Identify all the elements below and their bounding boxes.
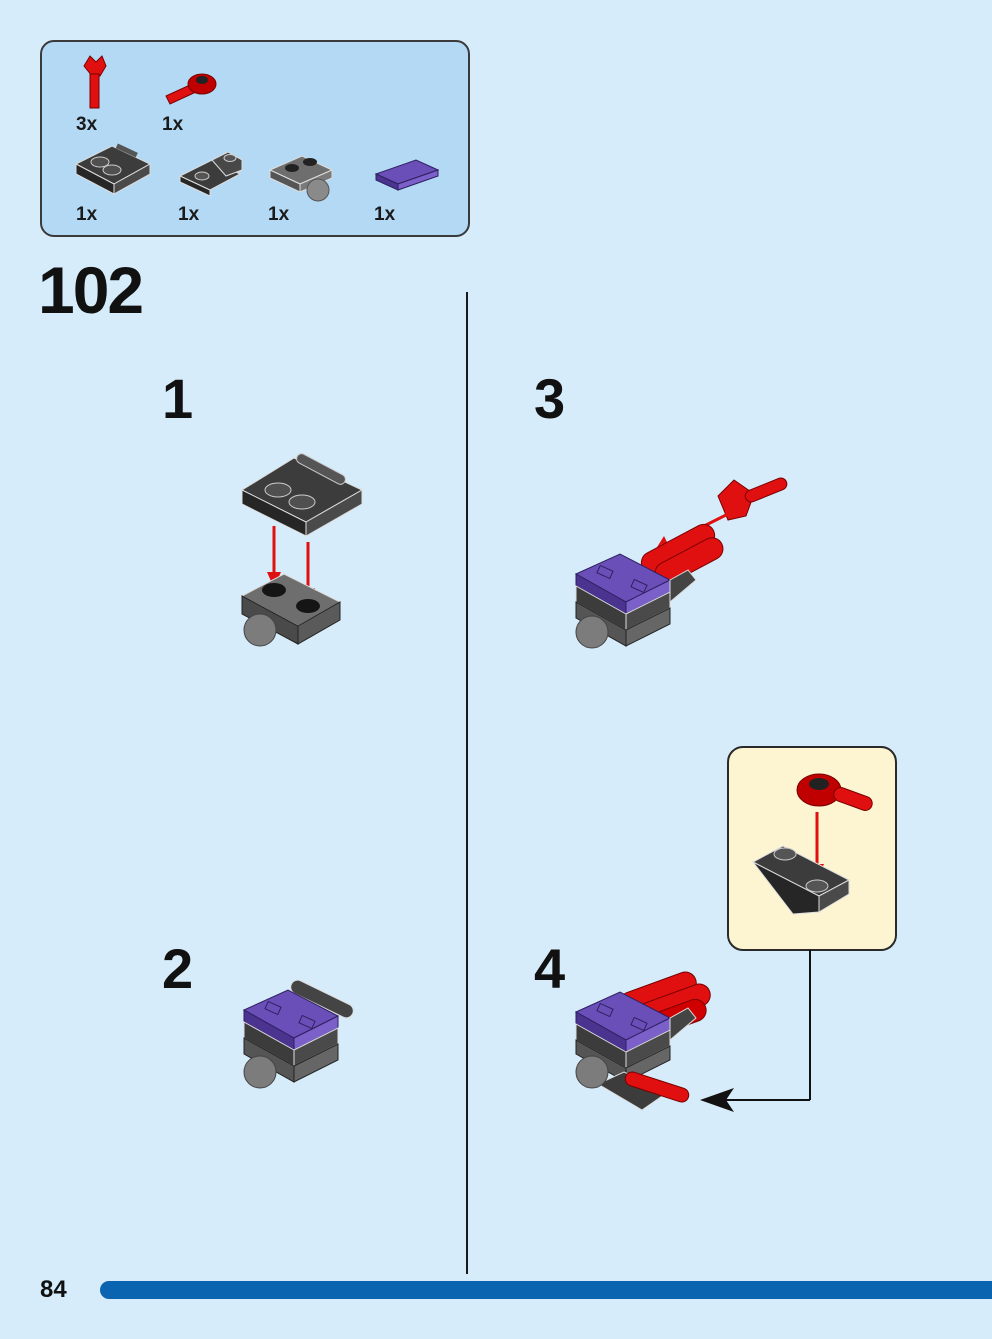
- part-qty: 3x: [76, 114, 98, 135]
- sub-assembly-callout: [727, 746, 897, 951]
- substep-number-2: 2: [162, 937, 194, 1000]
- part-qty: 1x: [162, 114, 184, 135]
- substep-number-1: 1: [162, 367, 194, 430]
- part-qty: 1x: [178, 204, 200, 225]
- part-qty: 1x: [374, 204, 396, 225]
- red-bar-holder-icon: [165, 73, 217, 105]
- callout-connector-arrow: [700, 950, 811, 1112]
- dark-grey-plate-with-bar-icon: [74, 143, 152, 195]
- sub-assembly-illustration: [751, 773, 873, 915]
- part-qty: 1x: [76, 204, 98, 225]
- red-bar-clip-icon: [83, 55, 107, 109]
- substep-4-illustration: [574, 971, 711, 1111]
- step-number: 102: [38, 253, 144, 327]
- substep-number-4: 4: [534, 937, 566, 1000]
- substep-2-illustration: [242, 979, 354, 1089]
- column-divider: [466, 292, 468, 1274]
- footer-progress-bar: [100, 1281, 992, 1299]
- dark-grey-plate-with-clip-icon: [178, 151, 243, 197]
- part-qty: 1x: [268, 204, 290, 225]
- substep-number-3: 3: [534, 367, 566, 430]
- substep-3-illustration: [574, 477, 788, 649]
- page-number: 84: [40, 1276, 67, 1303]
- substep-1-illustration: [240, 453, 364, 647]
- purple-tile-icon: [374, 159, 440, 191]
- grey-plate-with-ball-icon: [268, 155, 334, 202]
- parts-list-box: 3x 1x 1x 1x 1x 1x: [40, 40, 470, 237]
